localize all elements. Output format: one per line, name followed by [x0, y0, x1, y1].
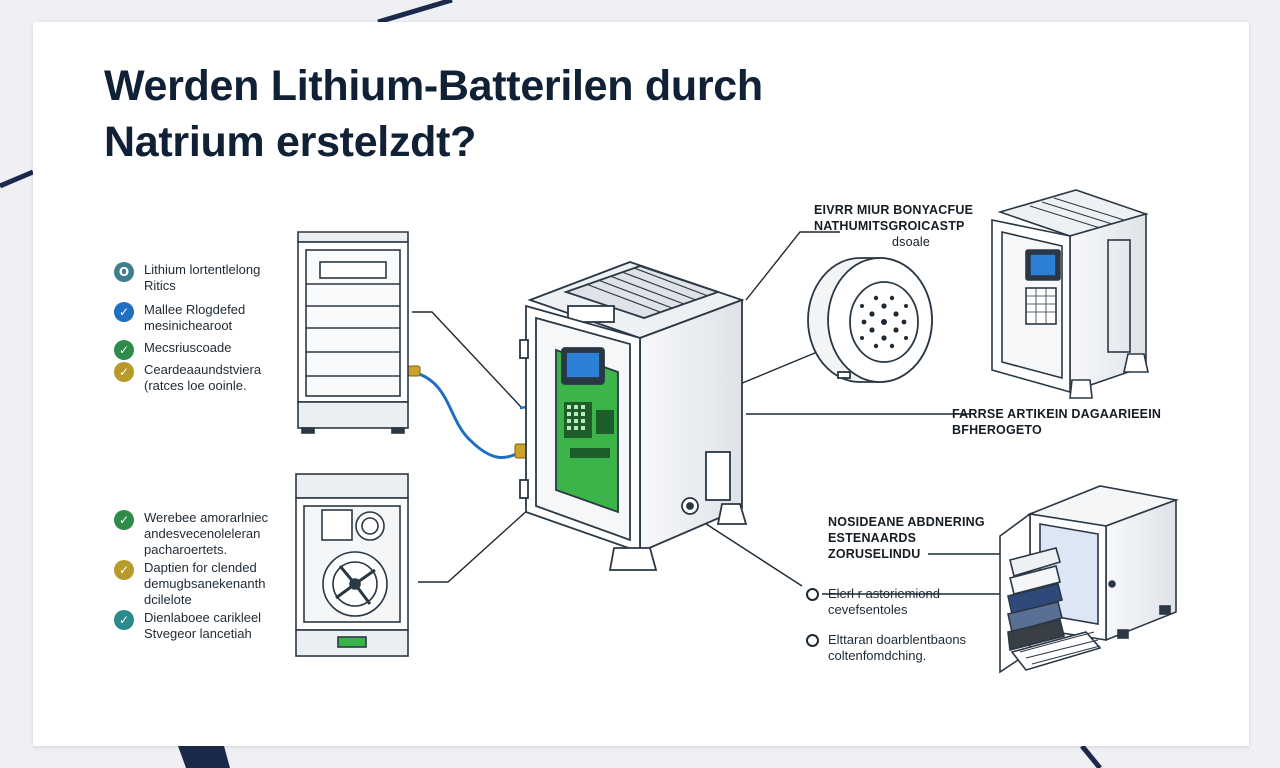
bullet-icon	[806, 588, 819, 601]
legend-line: dcilelote	[144, 592, 192, 607]
label-line: coltenfomdching.	[828, 648, 927, 663]
label-line: NOSIDEANE ABDNERING	[828, 515, 985, 529]
legend-line: andesvecenoleleran	[144, 526, 261, 541]
label-line: BFHEROGETO	[952, 423, 1042, 437]
mid-label: FARRSE ARTIKEIN DAGAARIEEIN BFHEROGETO	[952, 406, 1161, 438]
legend-line: (ratces loe ooinle.	[144, 378, 247, 393]
storage-label: NOSIDEANE ABDNERING ESTENAARDS ZORUSELIN…	[828, 514, 985, 562]
check-circle-icon: ✓	[114, 610, 134, 630]
label-line: Elerl r astoriemiond	[828, 586, 940, 601]
check-circle-icon: ✓	[114, 340, 134, 360]
circle-o-icon: O	[114, 262, 134, 282]
legend-line: Mallee Rlogdefed	[144, 302, 246, 317]
check-circle-icon: ✓	[114, 362, 134, 382]
bullet-label-1: Elerl r astoriemiond cevefsentoles	[828, 586, 940, 618]
legend-line: Daptien for clended	[144, 560, 257, 575]
legend-item-top-3: ✓ Mecsriuscoade	[114, 340, 231, 360]
cell-label: EIVRR MIUR BONYACFUE NATHUMITSGROICASTP …	[814, 202, 973, 250]
page-title: Werden Lithium-Batterilen durch Natrium …	[104, 58, 1004, 170]
title-line-2: Natrium erstelzdt?	[104, 118, 477, 166]
legend-line: Lithium lortentlelong	[144, 262, 261, 277]
label-line: NATHUMITSGROICASTP	[814, 219, 965, 233]
title-line-1: Werden Lithium-Batterilen durch	[104, 62, 763, 110]
cylindrical-cell-illustration	[807, 257, 933, 383]
check-circle-icon: ✓	[114, 560, 134, 580]
check-circle-icon: ✓	[114, 302, 134, 322]
legend-line: demugbsanekenanth	[144, 576, 266, 591]
legend-item-top-4: ✓ Ceardeaaundstviera(ratces loe ooinle.	[114, 362, 261, 394]
legend-line: Werebee amorarlniec	[144, 510, 269, 525]
legend-line: Ceardeaaundstviera	[144, 362, 262, 377]
label-line: ZORUSELINDU	[828, 547, 921, 561]
cell-vent-holes	[860, 295, 908, 349]
legend-line: Mecsriuscoade	[144, 340, 232, 355]
label-line: ESTENAARDS	[828, 531, 917, 545]
legend-line: Stvegeor lancetiah	[144, 626, 252, 641]
legend-line: Dienlaboee carikleel	[144, 610, 262, 625]
storage-cabinet-illustration	[999, 485, 1179, 674]
label-line: Elttaran doarblentbaons	[828, 632, 967, 647]
shelf-cabinet-illustration	[297, 231, 409, 434]
label-line: FARRSE ARTIKEIN DAGAARIEEIN	[952, 407, 1162, 421]
central-battery-cabinet	[519, 261, 748, 571]
label-line: dsoale	[892, 235, 931, 249]
fan-unit-illustration	[295, 473, 409, 657]
bullet-label-2: Elttaran doarblentbaons coltenfomdching.	[828, 632, 966, 664]
legend-line: mesinichearoot	[144, 318, 233, 333]
label-line: EIVRR MIUR BONYACFUE	[814, 203, 974, 217]
legend-line: Ritics	[144, 278, 176, 293]
check-circle-icon: ✓	[114, 510, 134, 530]
connector-lines	[412, 231, 1008, 595]
bullet-icon	[806, 634, 819, 647]
open-rack-illustration	[991, 189, 1149, 399]
label-line: cevefsentoles	[828, 602, 908, 617]
legend-line: pacharoertets.	[144, 542, 228, 557]
